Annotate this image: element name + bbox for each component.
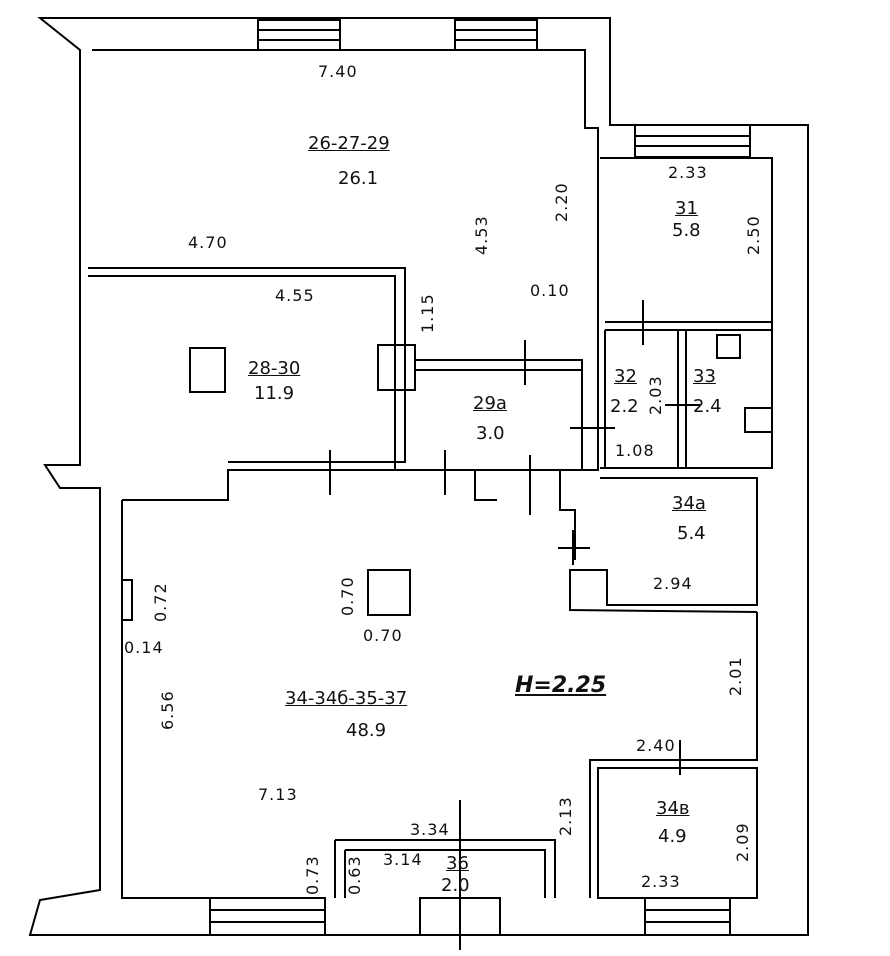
dimension: 4.55 xyxy=(275,286,315,305)
main-room-right xyxy=(589,612,758,898)
room-number: 29а xyxy=(473,393,507,414)
dimension: 3.14 xyxy=(383,850,423,869)
wall-29a xyxy=(415,359,583,470)
dimension: 2.50 xyxy=(744,215,763,255)
room-36-walls xyxy=(334,839,556,898)
dimension: 7.13 xyxy=(258,785,298,804)
room-number: 34-34б-35-37 xyxy=(285,688,408,709)
dimension: 6.56 xyxy=(158,690,177,730)
main-room-left xyxy=(122,469,598,501)
left-niche xyxy=(122,579,133,621)
pillar-main xyxy=(367,569,411,616)
dimension: 2.40 xyxy=(636,736,676,755)
room-area: 26.1 xyxy=(338,168,379,189)
room-area: 2.4 xyxy=(693,396,722,417)
dimension: 3.34 xyxy=(410,820,450,839)
dimension: 0.73 xyxy=(303,855,322,895)
room-number: 34а xyxy=(672,493,706,514)
dimension: 4.70 xyxy=(188,233,228,252)
room-number: 32 xyxy=(614,366,637,387)
room-area: 3.0 xyxy=(476,423,505,444)
dimension: 0.70 xyxy=(363,626,403,645)
dimension: 0.72 xyxy=(151,582,170,622)
dimension: 0.63 xyxy=(345,855,364,895)
dimension: 2.13 xyxy=(556,796,575,836)
stair-steps xyxy=(474,470,576,560)
dimension: 2.01 xyxy=(726,656,745,696)
dimension: 1.15 xyxy=(418,293,437,333)
room-number: 31 xyxy=(675,198,698,219)
dimension: 2.94 xyxy=(653,574,693,593)
room-number: 34в xyxy=(656,798,690,819)
wall-34a xyxy=(569,477,758,613)
room-number: 36 xyxy=(446,853,469,874)
room-area: 2.2 xyxy=(610,396,639,417)
dimension: 2.09 xyxy=(733,822,752,862)
ceiling-height: H=2.25 xyxy=(515,673,607,698)
dimension: 0.70 xyxy=(338,576,357,616)
dimension: 1.08 xyxy=(615,441,655,460)
dimension: 0.14 xyxy=(124,638,164,657)
room-area: 5.4 xyxy=(677,523,706,544)
room-number: 26-27-29 xyxy=(308,133,390,154)
dimension: 2.20 xyxy=(552,182,571,222)
room-area: 5.8 xyxy=(672,220,701,241)
inner-outline xyxy=(92,49,599,471)
wall-31-bottom xyxy=(605,321,772,331)
column xyxy=(377,344,416,391)
dimension: 2.33 xyxy=(668,163,708,182)
room-area: 11.9 xyxy=(254,383,295,404)
dimension: 7.40 xyxy=(318,62,358,81)
room-area: 48.9 xyxy=(346,720,387,741)
door-marks xyxy=(329,300,700,950)
room-area: 2.0 xyxy=(441,875,470,896)
wall-32-33 xyxy=(604,330,687,468)
dimension: 2.33 xyxy=(641,872,681,891)
room-number: 33 xyxy=(693,366,716,387)
dimension: 0.10 xyxy=(530,281,570,300)
room-number: 28-30 xyxy=(248,358,301,379)
pillar-28-30 xyxy=(189,347,226,393)
dimension: 4.53 xyxy=(472,215,491,255)
dimension: 2.03 xyxy=(646,375,665,415)
wall-28-30-top xyxy=(88,267,406,463)
room-area: 4.9 xyxy=(658,826,687,847)
fixture-33 xyxy=(716,334,773,433)
